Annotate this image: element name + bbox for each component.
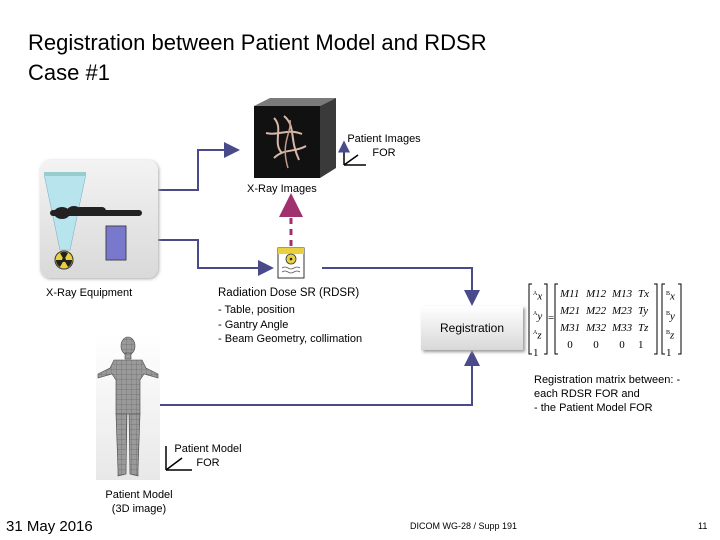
footer-date: 31 May 2016 [6,518,93,535]
xray-equipment-panel [40,160,158,278]
arrow-to-rdsr [158,239,274,276]
volume-render-icon [244,98,336,178]
patient-model-for-label: Patient Model FOR [170,442,246,470]
patient-model-for-line1: Patient Model [174,443,242,455]
arrow-to-patient-images [158,142,240,191]
axes-icon [338,140,366,166]
registration-box: Registration [421,306,523,350]
patient-model-line1: Patient Model [105,489,173,501]
footer-center: DICOM WG-28 / Supp 191 [410,521,518,531]
equals-sign: = [548,312,555,324]
rhs-vector: Bx By Bz 1 [666,290,675,359]
patient-images-label: Patient Images FOR [344,132,424,160]
lhs-vector: Ax Ay Az 1 [533,290,543,359]
radiation-icon [54,250,74,270]
note-line1: Registration matrix between: - [534,374,681,386]
arrow-model-to-registration [158,350,480,406]
patient-model-for-line2: FOR [196,457,220,469]
rdsr-title: Radiation Dose SR (RDSR) [218,287,360,299]
arrow-rdsr-to-registration [322,267,480,306]
list-item: Beam Geometry, collimation [218,332,362,347]
page-number: 11 [698,521,708,531]
note-line3: - the Patient Model FOR [534,402,653,414]
registration-matrix-note: Registration matrix between: - each RDSR… [534,373,680,415]
page-title: Registration between Patient Model and R… [28,28,487,88]
title-line1: Registration between Patient Model and R… [28,30,487,55]
human-mesh-icon [96,334,160,480]
xray-equipment-label: X-Ray Equipment [46,287,133,299]
rdsr-list: Table, position Gantry Angle Beam Geomet… [218,303,363,347]
patient-model-label: Patient Model (3D image) [94,488,184,516]
axes-icon [165,446,192,471]
xray-images-label: X-Ray Images [247,183,317,195]
table-stand [105,225,127,261]
list-item: Gantry Angle [218,318,362,333]
patient-images-line2: FOR [372,147,396,159]
patient-model-line2: (3D image) [111,503,167,515]
note-line2: each RDSR FOR and [534,388,640,400]
patient-images-line1: Patient Images [347,133,421,145]
registration-label: Registration [439,321,505,335]
document-icon [276,246,308,280]
title-line2: Case #1 [28,60,110,85]
list-item: Table, position [218,303,362,318]
